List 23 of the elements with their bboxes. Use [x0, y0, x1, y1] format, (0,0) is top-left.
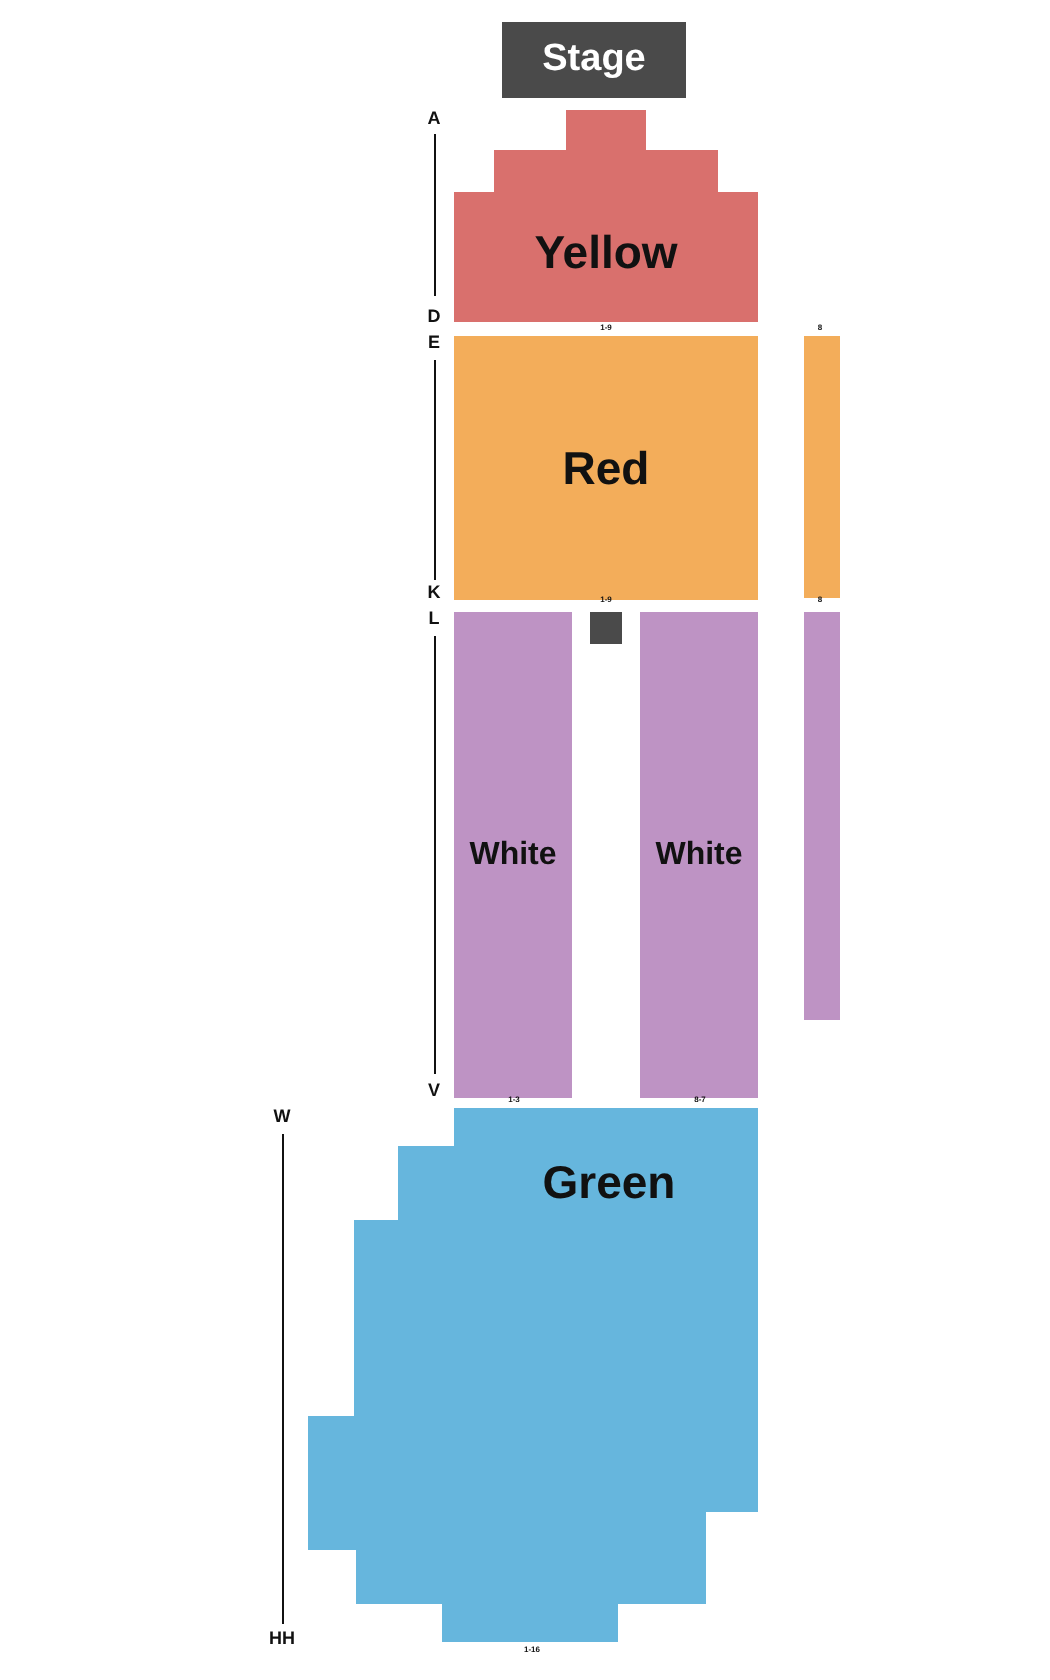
seating-section	[640, 612, 758, 1098]
section-name: White	[655, 837, 743, 873]
section-name: Yellow	[534, 225, 678, 279]
section-name: Stage	[542, 38, 646, 82]
booth-block	[590, 612, 622, 644]
stage-block	[502, 22, 686, 98]
row-letter: HH	[269, 1630, 295, 1648]
row-letter: A	[427, 110, 441, 128]
section-name: White	[469, 837, 557, 873]
row-letter: W	[273, 1108, 291, 1126]
row-letter: V	[428, 1082, 440, 1100]
seating-section	[804, 336, 840, 598]
seating-section	[454, 110, 758, 322]
seating-section	[804, 612, 840, 1020]
seating-section	[454, 612, 572, 1098]
row-letter: D	[427, 308, 441, 326]
section-name: Green	[542, 1156, 676, 1210]
section-name: Red	[562, 441, 650, 495]
seating-section	[308, 1108, 758, 1642]
row-letter: E	[428, 334, 440, 352]
row-letter: L	[428, 610, 440, 628]
seating-section	[454, 336, 758, 600]
row-letter: K	[427, 584, 441, 602]
